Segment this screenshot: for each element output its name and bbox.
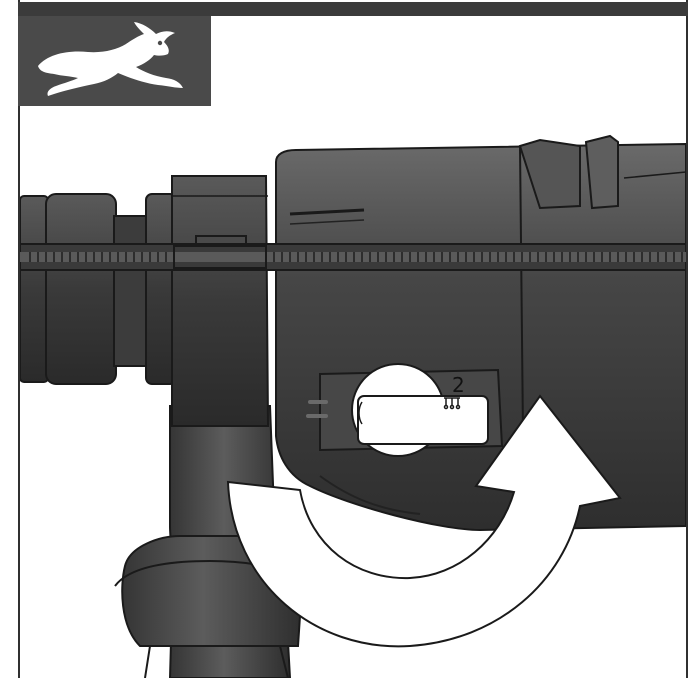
handle-clamp-collar — [171, 175, 270, 427]
speed-badge — [18, 16, 211, 106]
selector-grip-lines — [306, 400, 328, 418]
speed-indicator-marks — [443, 397, 461, 410]
curved-rotation-arrow-icon — [226, 394, 622, 648]
mode-selector-switch[interactable]: 2 — [306, 363, 504, 457]
tool-housing — [275, 134, 687, 532]
tool-chuck — [19, 193, 177, 385]
selector-knob[interactable] — [357, 395, 489, 445]
rabbit-fast-speed-icon — [38, 22, 183, 96]
depth-stop-rod — [19, 243, 687, 271]
top-banner-bar — [18, 2, 688, 16]
speed-setting-number: 2 — [452, 373, 465, 397]
rotary-hammer-illustration: 2 — [19, 134, 687, 678]
rabbit-eye — [157, 40, 163, 46]
rotary-hammer-scene: 2 — [19, 106, 687, 678]
rabbit-silhouette — [38, 22, 183, 96]
